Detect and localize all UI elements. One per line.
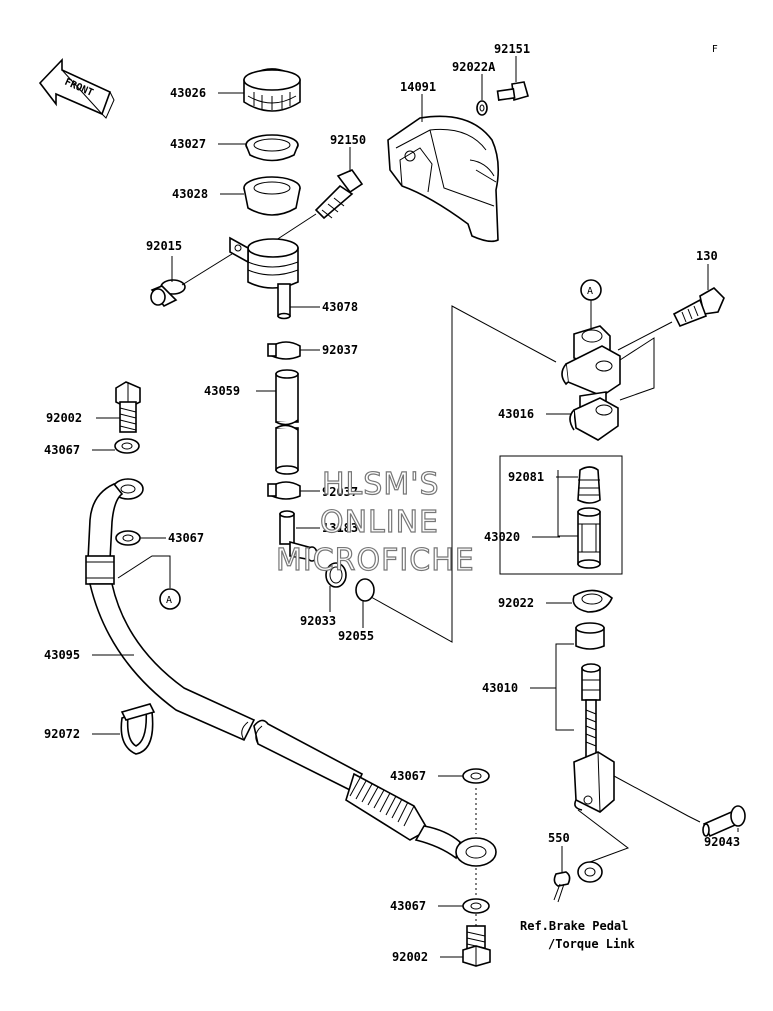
label-92022A: 92022A — [452, 60, 496, 74]
label-92055: 92055 — [338, 629, 374, 643]
label-43010: 43010 — [482, 681, 518, 695]
watermark-line3: MICROFICHE — [276, 543, 475, 578]
label-13183: 13183 — [322, 521, 358, 535]
label-550: 550 — [548, 831, 570, 845]
label-43067-lower-top: 43067 — [390, 769, 426, 783]
master-cylinder-43016-part — [561, 325, 621, 441]
banjo-bolt-92002-lower-part — [462, 925, 491, 967]
label-92150: 92150 — [330, 133, 366, 147]
label-43020: 43020 — [484, 530, 520, 544]
washer-43067-mid-part — [115, 530, 141, 546]
label-43027: 43027 — [170, 137, 206, 151]
fitting-13183-part — [279, 510, 318, 562]
reservoir-body-part — [229, 236, 299, 320]
bolt-130-bracket-line — [619, 337, 655, 401]
front-arrow-icon: FRONT — [38, 58, 115, 119]
ref-brake-pedal-text: Ref.Brake Pedal — [520, 919, 628, 933]
label-43059: 43059 — [204, 384, 240, 398]
label-43078: 43078 — [322, 300, 358, 314]
clamp-92037-upper-part — [267, 341, 301, 360]
o-ring-92055-part — [355, 578, 375, 602]
label-92022: 92022 — [498, 596, 534, 610]
pin-92043-part — [702, 805, 746, 838]
label-92081: 92081 — [508, 470, 544, 484]
label-43095: 43095 — [44, 648, 80, 662]
banjo-bolt-92002-upper-part — [115, 381, 141, 433]
svg-text:A: A — [587, 286, 593, 297]
brake-hose-43095-part — [85, 478, 497, 867]
label-43067-lower-bottom: 43067 — [390, 899, 426, 913]
watermark-line2: ONLINE — [320, 505, 439, 540]
label-43067-upper: 43067 — [44, 443, 80, 457]
grommet-92015-part — [150, 279, 186, 308]
reservoir-cap-part — [243, 68, 301, 112]
label-92002-upper: 92002 — [46, 411, 82, 425]
circlip-92033-part — [325, 562, 347, 588]
label-92037-upper: 92037 — [322, 343, 358, 357]
label-43028: 43028 — [172, 187, 208, 201]
washer-pedal-part — [577, 861, 603, 883]
kit-43020-box — [499, 455, 623, 575]
circlip-92022-part — [572, 589, 613, 613]
svg-text:A: A — [166, 595, 172, 606]
callout-a-left: A — [159, 588, 181, 610]
watermark-line1: HLSM'S — [322, 467, 440, 502]
label-92151: 92151 — [494, 42, 530, 56]
clamp-92037-lower-part — [267, 481, 301, 500]
callout-a-left-line — [117, 555, 171, 588]
piston-assembly-43020-part — [577, 507, 601, 569]
washer-43067-lower-bottom-part — [462, 898, 490, 914]
label-130: 130 — [696, 249, 718, 263]
callout-a-top: A — [580, 279, 602, 301]
label-92033: 92033 — [300, 614, 336, 628]
reference-line-upper — [370, 305, 557, 643]
cotter-pin-550-part — [553, 871, 571, 903]
push-rod-43010-part — [573, 622, 615, 813]
label-43067-mid: 43067 — [168, 531, 204, 545]
ref-torque-link-text: /Torque Link — [548, 937, 635, 951]
label-92043: 92043 — [704, 835, 740, 849]
piston-92081-part — [577, 466, 601, 504]
cover-14091-part — [387, 115, 500, 243]
diaphragm-part — [243, 176, 301, 216]
hose-43059-part — [275, 369, 299, 475]
clamp-92072-part — [120, 703, 156, 755]
label-92015: 92015 — [146, 239, 182, 253]
reservoir-plate-part — [245, 134, 299, 162]
washer-92022A-part — [476, 100, 488, 116]
bolt-92151-part — [496, 81, 529, 102]
bolt-130-part — [672, 287, 725, 328]
label-43026: 43026 — [170, 86, 206, 100]
washer-43067-lower-top-part — [462, 768, 490, 784]
label-92072: 92072 — [44, 727, 80, 741]
bolt-92150-part — [314, 169, 364, 220]
label-92037-lower: 92037 — [322, 485, 358, 499]
label-43016: 43016 — [498, 407, 534, 421]
label-14091: 14091 — [400, 80, 436, 94]
label-92002-lower: 92002 — [392, 950, 428, 964]
page-letter: F — [712, 44, 718, 55]
washer-43067-upper-part — [114, 438, 140, 454]
